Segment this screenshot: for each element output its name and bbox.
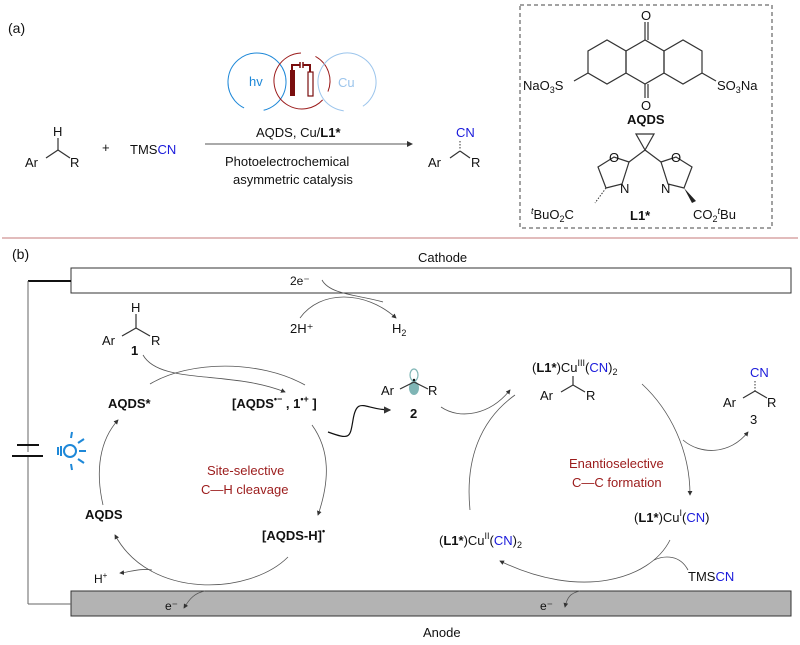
- ion-pair-intermediate: [AQDS•− , 1•+ ]: [232, 394, 317, 411]
- radical-2: Ar R 2: [381, 368, 437, 421]
- radical-release-arrow: [327, 404, 392, 438]
- electron-transfer-right-arrow: [563, 590, 581, 608]
- reactant-ar: Ar: [25, 155, 39, 170]
- electrochemical-cell-icon: [290, 62, 314, 97]
- anode-e-right: e⁻: [540, 599, 553, 613]
- cycle-left-left-arc: [98, 419, 119, 506]
- reagent-tmscn: TMSCN: [130, 142, 176, 157]
- electron-arrow-cathode: [321, 279, 384, 303]
- cathode-electrode: [70, 267, 792, 294]
- aqds-h-radical: [AQDS-H]•: [262, 526, 325, 543]
- aqds-left-substituent: NaO3S: [523, 78, 564, 95]
- radical-number: 2: [410, 406, 417, 421]
- aqds-structure: O O NaO3S SO3Na AQDS: [523, 8, 758, 127]
- anode-label: Anode: [423, 625, 461, 640]
- h2-label: H2: [392, 321, 406, 338]
- site-selective-label-2: C—H cleavage: [201, 482, 288, 497]
- cathode-label: Cathode: [418, 250, 467, 265]
- panel-b-label: (b): [12, 246, 29, 262]
- product-3: CN Ar R 3: [723, 365, 776, 427]
- radical-ar: Ar: [381, 383, 395, 398]
- cycle-right-bottom-arc: [499, 539, 671, 583]
- reactant-h: H: [53, 124, 62, 139]
- product3-r: R: [767, 395, 776, 410]
- substrate-r: R: [151, 333, 160, 348]
- conditions-below-line2: asymmetric catalysis: [233, 172, 353, 187]
- substrate-1: H Ar R 1: [102, 300, 160, 358]
- cathode-2e: 2e⁻: [290, 274, 310, 288]
- h-plus-label: H+: [94, 571, 108, 586]
- cycle-right-left-arc: [468, 394, 516, 511]
- cu3-complex: (L1*)CuIII(CN)2: [532, 358, 618, 377]
- aqds-right-substituent: SO3Na: [717, 78, 758, 95]
- aqds-name: AQDS: [627, 112, 665, 127]
- l1-n-right: N: [661, 181, 670, 196]
- radical-capture-arrow: [440, 389, 511, 415]
- reactant-structure: H Ar R: [25, 124, 79, 170]
- reactant-r: R: [70, 155, 79, 170]
- site-selective-label-1: Site-selective: [207, 463, 284, 478]
- substrate-number: 1: [131, 343, 138, 358]
- anode-e-left: e⁻: [165, 599, 178, 613]
- product-ar: Ar: [428, 155, 442, 170]
- tmscn-entry-arrow: [653, 556, 689, 571]
- copper-cu-label: Cu: [338, 75, 355, 90]
- substrate-entry-arrow: [142, 354, 286, 393]
- cu1-complex: (L1*)CuI(CN): [634, 508, 710, 525]
- cu3-ar: Ar: [540, 388, 554, 403]
- product3-cn: CN: [750, 365, 769, 380]
- light-bulb-icon: [57, 431, 86, 471]
- product-r: R: [471, 155, 480, 170]
- tmscn-reagent: TMSCN: [688, 569, 734, 584]
- enantioselective-label-1: Enantioselective: [569, 456, 664, 471]
- proton-reduction-arrow: [299, 296, 397, 319]
- cycle-left-top-arc: [149, 365, 306, 386]
- cycle-left-bottom-arc: [114, 534, 289, 586]
- conditions-above: AQDS, Cu/L1*: [256, 125, 341, 140]
- substrate-h: H: [131, 300, 140, 315]
- protons-label: 2H⁺: [290, 321, 313, 336]
- circuit-wire: [27, 280, 71, 605]
- substrate-ar: Ar: [102, 333, 116, 348]
- cu3-alkyl-fragment: Ar R: [540, 376, 595, 403]
- aqds-excited: AQDS*: [108, 396, 152, 411]
- l1-right-ester: CO2tBu: [693, 206, 736, 224]
- cycle-right-right-arc: [641, 383, 693, 496]
- l1-ligand-structure: O O N N tBuO2C L1* CO2tBu: [531, 133, 736, 224]
- product-release-arrow: [682, 431, 749, 451]
- light-hv-label: hv: [249, 74, 263, 89]
- structures-box: [519, 4, 773, 229]
- proton-release-arrow: [119, 569, 153, 575]
- cycle-left-right-arc: [311, 424, 327, 516]
- product3-number: 3: [750, 412, 757, 427]
- l1-name: L1*: [630, 208, 651, 223]
- electron-transfer-left-arrow: [183, 590, 206, 609]
- cu3-r: R: [586, 388, 595, 403]
- product-structure: CN Ar R: [428, 125, 480, 170]
- battery-icon: [12, 444, 43, 457]
- cu2-complex: (L1*)CuII(CN)2: [439, 531, 522, 550]
- enantioselective-label-2: C—C formation: [572, 475, 662, 490]
- p-orbital-bottom: [409, 381, 419, 395]
- anode-electrode: [70, 590, 792, 617]
- aqds-o-bottom: O: [641, 98, 651, 113]
- radical-r: R: [428, 383, 437, 398]
- l1-o-right: O: [671, 150, 681, 165]
- l1-left-ester: tBuO2C: [531, 206, 574, 224]
- aqds-ground-state: AQDS: [85, 507, 123, 522]
- aqds-o-top: O: [641, 8, 651, 23]
- product-cn: CN: [456, 125, 475, 140]
- product3-ar: Ar: [723, 395, 737, 410]
- plus-sign: +: [102, 140, 110, 155]
- conditions-below-line1: Photoelectrochemical: [225, 154, 349, 169]
- photo-electro-copper-icon: hv Cu: [227, 52, 377, 112]
- l1-o-left: O: [609, 150, 619, 165]
- panel-a-label: (a): [8, 20, 25, 36]
- l1-n-left: N: [620, 181, 629, 196]
